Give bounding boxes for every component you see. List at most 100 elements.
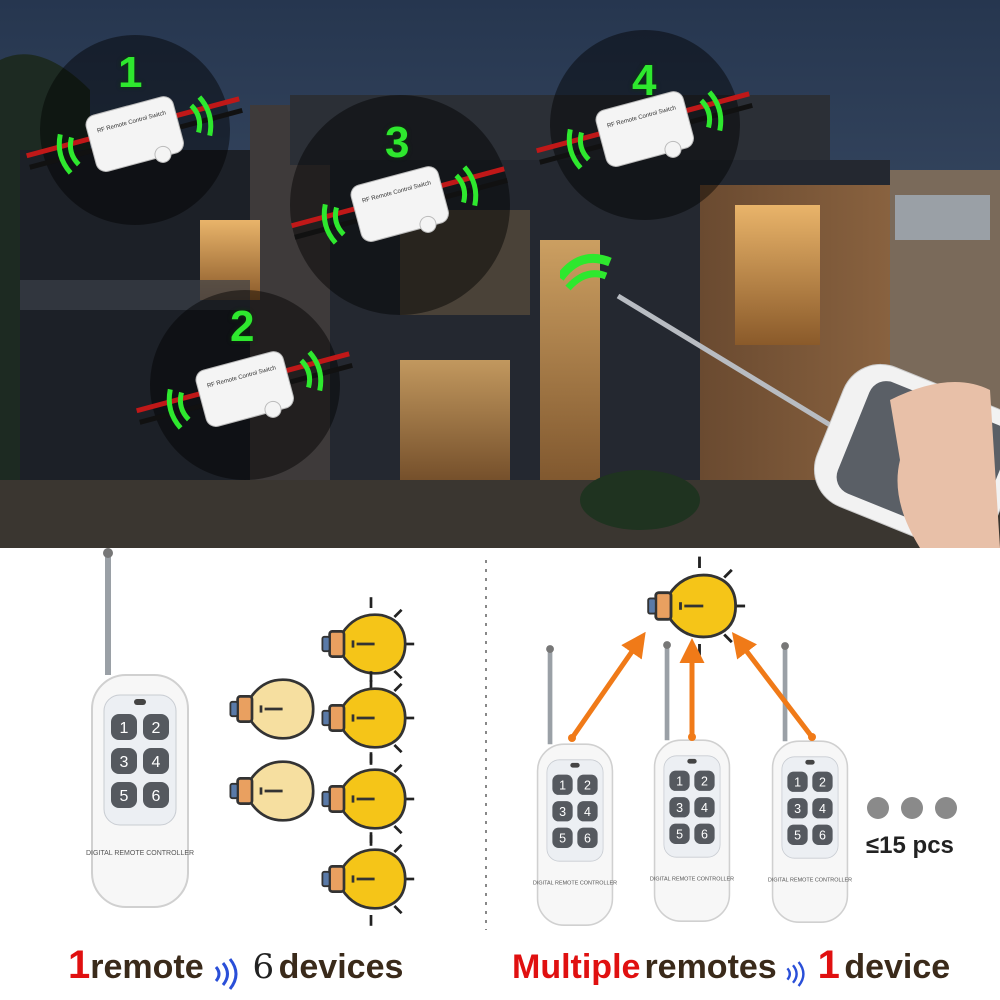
signal-wave-icon bbox=[189, 103, 203, 134]
remote-button-5[interactable]: 5 bbox=[669, 823, 690, 844]
remote-brand-label: DIGITAL REMOTE CONTROLLER bbox=[768, 878, 852, 884]
svg-text:1: 1 bbox=[559, 778, 566, 792]
remote-button-6[interactable]: 6 bbox=[577, 827, 598, 848]
switch-module-4: RF Remote Control Switch bbox=[536, 90, 753, 170]
svg-text:3: 3 bbox=[120, 754, 129, 771]
caption-device-count-right: 1 bbox=[817, 943, 840, 987]
more-dot-1 bbox=[867, 797, 889, 819]
target-bulb bbox=[647, 556, 746, 656]
remote-button-1[interactable]: 1 bbox=[111, 714, 137, 740]
svg-text:4: 4 bbox=[152, 754, 161, 771]
arrow-3 bbox=[731, 632, 814, 739]
switch-module-2: RF Remote Control Switch bbox=[136, 350, 353, 430]
caption-remotes-word: remotes bbox=[644, 948, 777, 986]
svg-text:6: 6 bbox=[152, 788, 161, 805]
svg-text:5: 5 bbox=[794, 828, 801, 842]
svg-text:4: 4 bbox=[701, 801, 708, 815]
signal-wave-icon bbox=[214, 957, 238, 990]
remote-button-5[interactable]: 5 bbox=[111, 782, 137, 808]
remote-button-5[interactable]: 5 bbox=[552, 827, 573, 848]
svg-text:2: 2 bbox=[152, 720, 161, 737]
caption-multiple: Multiple bbox=[512, 948, 641, 986]
remote-button-5[interactable]: 5 bbox=[787, 824, 808, 845]
remote-button-2[interactable]: 2 bbox=[577, 774, 598, 795]
remote-brand-label: DIGITAL REMOTE CONTROLLER bbox=[533, 881, 617, 887]
remote-button-2[interactable]: 2 bbox=[812, 771, 833, 792]
caption-remote-word: remote bbox=[90, 948, 204, 986]
svg-text:2: 2 bbox=[819, 775, 826, 789]
bulb-dim-1 bbox=[229, 678, 315, 740]
svg-text:5: 5 bbox=[120, 788, 129, 805]
remote-button-4[interactable]: 4 bbox=[577, 801, 598, 822]
bulb-on-3 bbox=[321, 752, 415, 846]
svg-text:4: 4 bbox=[584, 805, 591, 819]
signal-wave-icon bbox=[454, 173, 468, 204]
remote-button-4[interactable]: 4 bbox=[143, 748, 169, 774]
svg-text:3: 3 bbox=[676, 801, 683, 815]
svg-text:6: 6 bbox=[701, 827, 708, 841]
bulb-on-1 bbox=[321, 597, 415, 691]
svg-text:2: 2 bbox=[701, 774, 708, 788]
caption-device-word: device bbox=[844, 948, 951, 986]
signal-wave-icon bbox=[299, 358, 313, 389]
remote-button-3[interactable]: 3 bbox=[669, 797, 690, 818]
module-number-4: 4 bbox=[632, 56, 657, 105]
remote-button-4[interactable]: 4 bbox=[812, 798, 833, 819]
svg-text:3: 3 bbox=[794, 802, 801, 816]
switch-module-1: RF Remote Control Switch bbox=[26, 95, 243, 175]
svg-text:5: 5 bbox=[676, 827, 683, 841]
remote-brand-label: DIGITAL REMOTE CONTROLLER bbox=[650, 877, 734, 883]
signal-wave-icon bbox=[332, 206, 346, 237]
caption-devices-word: devices bbox=[278, 948, 404, 986]
signal-wave-icon bbox=[67, 136, 81, 167]
svg-text:1: 1 bbox=[794, 775, 801, 789]
svg-text:4: 4 bbox=[819, 802, 826, 816]
remote-brand-label: DIGITAL REMOTE CONTROLLER bbox=[86, 850, 194, 857]
remote-button-1[interactable]: 1 bbox=[552, 774, 573, 795]
signal-wave-icon bbox=[560, 254, 612, 281]
bulb-on-2 bbox=[321, 671, 415, 765]
more-dot-3 bbox=[935, 797, 957, 819]
signal-wave-icon bbox=[177, 391, 191, 422]
arrow-1 bbox=[569, 631, 646, 740]
caption-device-count: 6 bbox=[252, 947, 275, 987]
remote-button-1[interactable]: 1 bbox=[669, 770, 690, 791]
svg-text:5: 5 bbox=[559, 831, 566, 845]
handheld-remote bbox=[560, 254, 1000, 548]
svg-text:1: 1 bbox=[120, 720, 129, 737]
remote-button-3[interactable]: 3 bbox=[552, 801, 573, 822]
module-number-1: 1 bbox=[118, 48, 143, 97]
remote-button-6[interactable]: 6 bbox=[143, 782, 169, 808]
signal-wave-icon bbox=[786, 961, 805, 987]
svg-text:3: 3 bbox=[559, 805, 566, 819]
left-caption: 1remote 6 devices bbox=[68, 940, 403, 990]
caption-remote-count: 1 bbox=[68, 943, 91, 987]
remote-button-3[interactable]: 3 bbox=[787, 798, 808, 819]
switch-modules: RF Remote Control Switch RF Remote Contro… bbox=[26, 90, 753, 430]
svg-text:6: 6 bbox=[819, 828, 826, 842]
module-number-3: 3 bbox=[385, 118, 410, 167]
bulb-dim-2 bbox=[229, 760, 315, 822]
remote-button-1[interactable]: 1 bbox=[787, 771, 808, 792]
remote-button-3[interactable]: 3 bbox=[111, 748, 137, 774]
remote-button-2[interactable]: 2 bbox=[694, 770, 715, 791]
svg-text:2: 2 bbox=[584, 778, 591, 792]
remote-button-4[interactable]: 4 bbox=[694, 797, 715, 818]
module-number-2: 2 bbox=[230, 302, 255, 351]
signal-wave-icon bbox=[699, 98, 713, 129]
svg-text:1: 1 bbox=[676, 774, 683, 788]
remote-button-6[interactable]: 6 bbox=[694, 823, 715, 844]
switch-module-3: RF Remote Control Switch bbox=[291, 165, 508, 245]
remote-button-6[interactable]: 6 bbox=[812, 824, 833, 845]
limit-label: ≤15 pcs bbox=[866, 832, 954, 859]
more-dot-2 bbox=[901, 797, 923, 819]
remote-button-2[interactable]: 2 bbox=[143, 714, 169, 740]
bulb-on-4 bbox=[321, 832, 415, 926]
signal-wave-icon bbox=[577, 131, 591, 162]
